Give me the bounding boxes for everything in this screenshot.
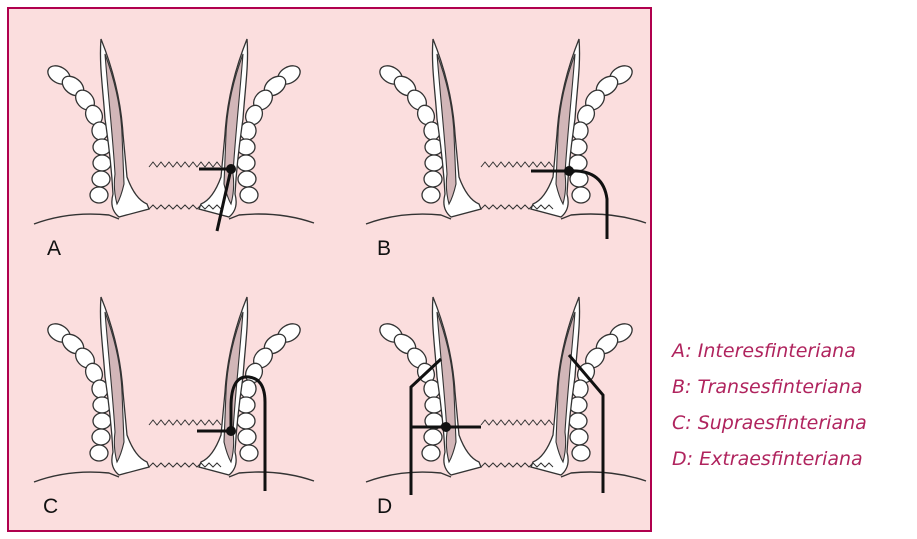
panel-label-c: C: [43, 495, 58, 519]
legend-item-b: B: Transesfinteriana: [672, 369, 867, 405]
panel-label-b: B: [377, 237, 391, 261]
fistula-legend: A: Interesfinteriana B: Transesfinterian…: [672, 333, 867, 477]
panel-a: [34, 39, 314, 231]
anal-fistula-diagram: [9, 9, 650, 530]
panel-label-d: D: [377, 495, 392, 519]
legend-item-c: C: Supraesfinteriana: [672, 405, 867, 441]
legend-item-d: D: Extraesfinteriana: [672, 441, 867, 477]
legend-item-a: A: Interesfinteriana: [672, 333, 867, 369]
panel-label-a: A: [47, 237, 61, 261]
panel-c: [34, 297, 314, 491]
panel-b: [366, 39, 646, 239]
figure-frame: A B C D: [7, 7, 652, 532]
panel-d: [366, 297, 646, 495]
